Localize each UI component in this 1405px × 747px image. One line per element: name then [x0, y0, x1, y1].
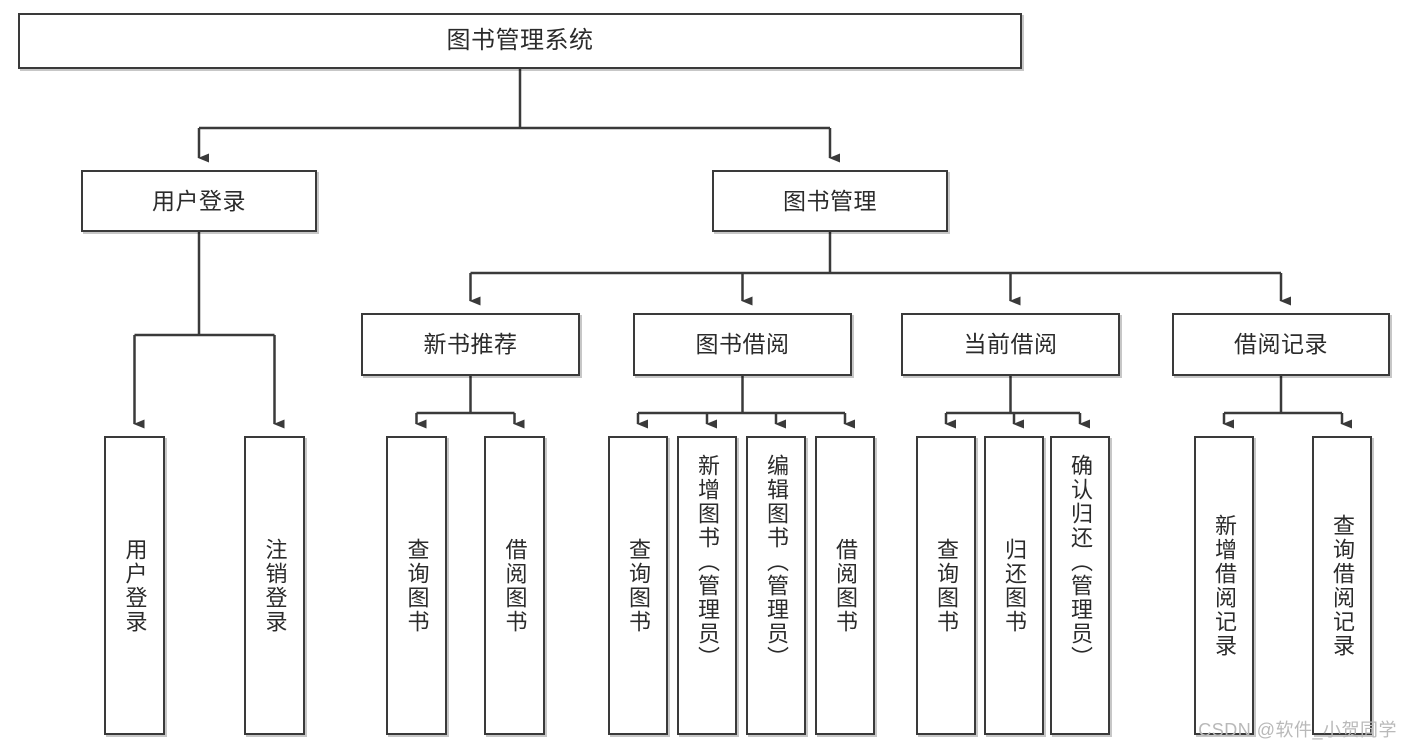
leaf-user-logout[interactable]: 注销登录 — [244, 436, 305, 735]
leaf-edit-book[interactable]: 编辑图书（管理员） — [746, 436, 806, 735]
node-borrow-record[interactable]: 借阅记录 — [1172, 313, 1390, 376]
leaf-query-book-2-label: 查询图书 — [625, 537, 651, 634]
leaf-borrow-book-1-label: 借阅图书 — [502, 537, 528, 634]
node-book-manage[interactable]: 图书管理 — [712, 170, 948, 232]
node-book-manage-label: 图书管理 — [783, 187, 877, 214]
leaf-query-book-2[interactable]: 查询图书 — [608, 436, 668, 735]
leaf-add-record[interactable]: 新增借阅记录 — [1194, 436, 1254, 735]
leaf-query-book-1[interactable]: 查询图书 — [386, 436, 447, 735]
leaf-query-record-label: 查询借阅记录 — [1329, 513, 1355, 658]
node-current-borrow-label: 当前借阅 — [963, 331, 1058, 358]
node-root[interactable]: 图书管理系统 — [18, 13, 1022, 69]
node-root-label: 图书管理系统 — [446, 27, 594, 55]
node-user-login[interactable]: 用户登录 — [81, 170, 317, 232]
leaf-query-book-1-label: 查询图书 — [404, 537, 430, 634]
leaf-query-book-3-label: 查询图书 — [933, 537, 959, 634]
leaf-confirm-return-label: 确认归还（管理员） — [1067, 454, 1093, 670]
leaf-confirm-return[interactable]: 确认归还（管理员） — [1050, 436, 1110, 735]
leaf-user-logout-label: 注销登录 — [262, 537, 288, 634]
leaf-return-book-label: 归还图书 — [1001, 537, 1027, 634]
node-book-borrow[interactable]: 图书借阅 — [633, 313, 852, 376]
leaf-user-login-label: 用户登录 — [122, 537, 148, 634]
leaf-borrow-book-1[interactable]: 借阅图书 — [484, 436, 545, 735]
leaf-query-book-3[interactable]: 查询图书 — [916, 436, 976, 735]
node-current-borrow[interactable]: 当前借阅 — [901, 313, 1120, 376]
leaf-borrow-book-2[interactable]: 借阅图书 — [815, 436, 875, 735]
leaf-add-record-label: 新增借阅记录 — [1211, 513, 1237, 658]
node-book-borrow-label: 图书借阅 — [695, 331, 790, 358]
leaf-return-book[interactable]: 归还图书 — [984, 436, 1044, 735]
leaf-edit-book-label: 编辑图书（管理员） — [763, 454, 789, 670]
leaf-add-book[interactable]: 新增图书（管理员） — [677, 436, 737, 735]
leaf-query-record[interactable]: 查询借阅记录 — [1312, 436, 1372, 735]
leaf-add-book-label: 新增图书（管理员） — [694, 454, 720, 670]
node-new-book-recommend[interactable]: 新书推荐 — [361, 313, 580, 376]
node-new-book-recommend-label: 新书推荐 — [423, 331, 518, 358]
node-borrow-record-label: 借阅记录 — [1234, 331, 1328, 358]
leaf-borrow-book-2-label: 借阅图书 — [832, 537, 858, 634]
leaf-user-login[interactable]: 用户登录 — [104, 436, 165, 735]
node-user-login-label: 用户登录 — [152, 187, 246, 214]
